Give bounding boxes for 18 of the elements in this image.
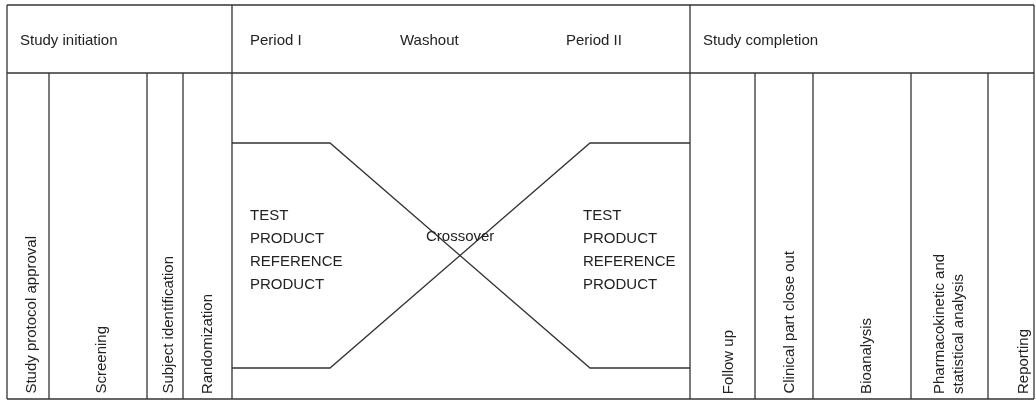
step-label: Pharmacokinetic and statistical analysis xyxy=(929,252,967,394)
phase-heading: Study completion xyxy=(703,31,819,49)
step-label: Follow up xyxy=(717,330,737,395)
treatment-label: TEST PRODUCT xyxy=(583,205,658,248)
phase-heading: Period I xyxy=(250,31,302,49)
step-label: Subject identification xyxy=(157,256,177,394)
step-label: Bioanalysis xyxy=(855,318,875,394)
step-label: Randomization xyxy=(196,294,216,395)
treatment-label: REFERENCE PRODUCT xyxy=(250,251,343,294)
treatment-label: TEST PRODUCT xyxy=(250,205,325,248)
step-label: Clinical part close out xyxy=(778,251,798,394)
step-label: Screening xyxy=(90,326,110,394)
step-label: Reporting xyxy=(1012,329,1032,395)
treatment-label: REFERENCE PRODUCT xyxy=(583,251,676,294)
phase-heading: Period II xyxy=(566,31,622,49)
phase-heading: Washout xyxy=(400,31,459,49)
step-label: Study protocol approval xyxy=(20,236,40,394)
phase-heading: Study initiation xyxy=(20,31,118,49)
